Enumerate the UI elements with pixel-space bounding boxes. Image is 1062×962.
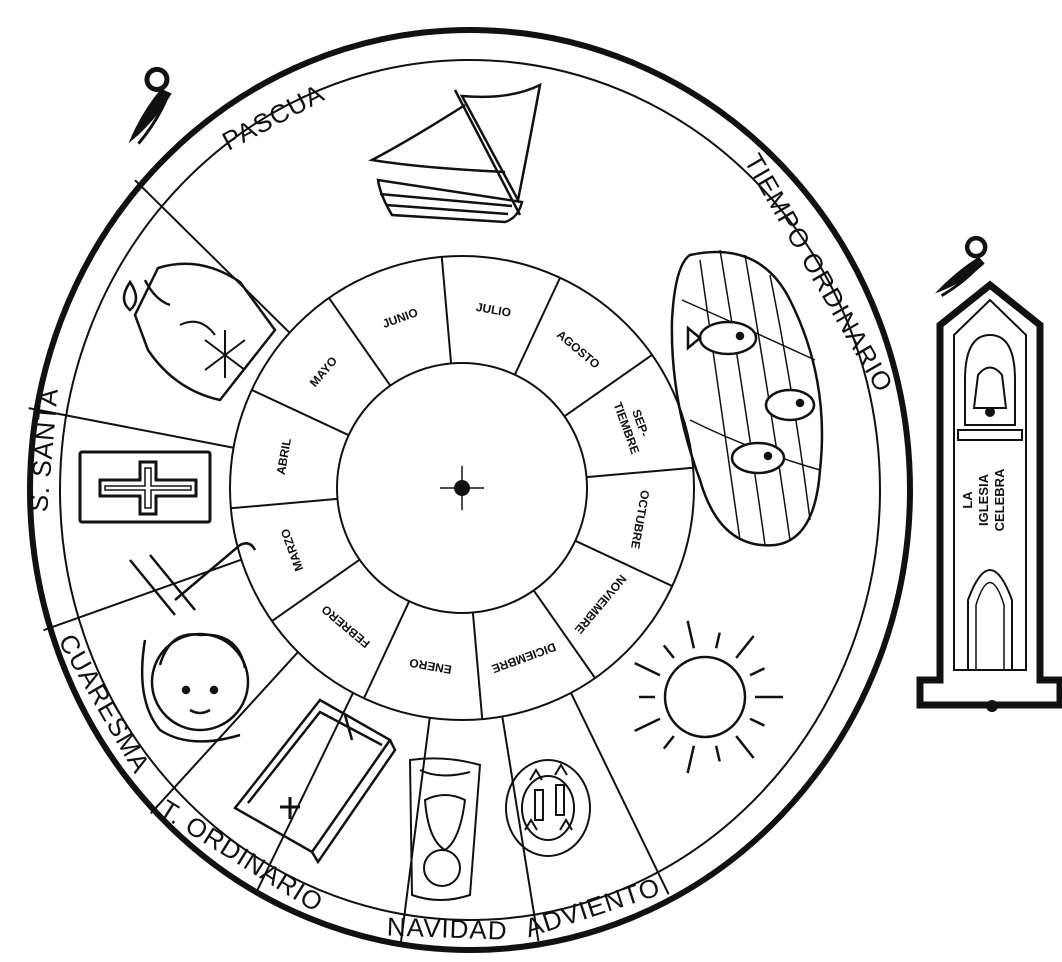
- bookmark-line-1: LA: [960, 491, 975, 509]
- bookmark-line-3: CELEBRA: [992, 468, 1007, 531]
- bookmark-church[interactable]: LA IGLESIA CELEBRA: [920, 285, 1060, 712]
- season-label-navidad: NAVIDAD: [386, 911, 508, 945]
- scissors-icon: [102, 66, 189, 149]
- bookmark-pin-icon: [986, 700, 998, 712]
- bookmark-line-2: IGLESIA: [976, 473, 991, 526]
